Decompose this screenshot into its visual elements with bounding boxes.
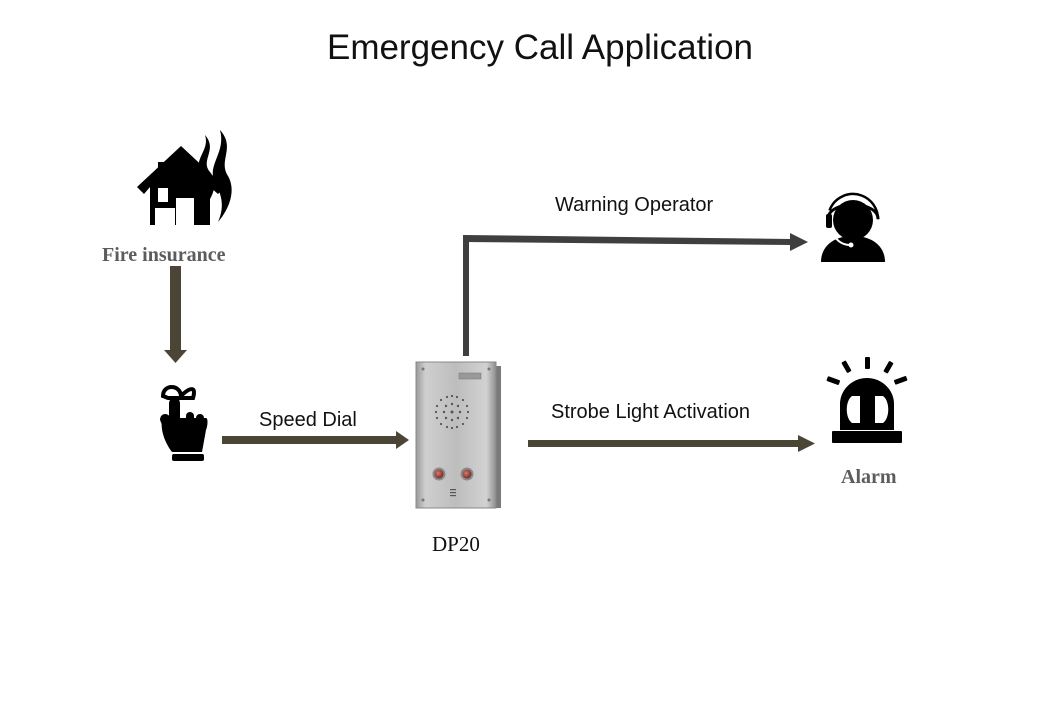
node-label-dp20: DP20 xyxy=(432,532,480,556)
operator-headset-icon xyxy=(821,192,885,262)
edge-label-warning-operator: Warning Operator xyxy=(555,194,714,216)
edge-label-strobe-light: Strobe Light Activation xyxy=(551,401,751,423)
node-label-fire-insurance: Fire insurance xyxy=(102,244,226,266)
arrow-speed-dial xyxy=(222,431,409,449)
intercom-panel-icon xyxy=(415,361,501,509)
arrow-strobe-light xyxy=(528,435,815,452)
burning-house-icon xyxy=(137,130,232,225)
finger-press-icon xyxy=(160,385,208,461)
arrow-fire-to-button xyxy=(164,266,187,363)
arrow-warning-operator xyxy=(463,233,808,356)
diagram-title: Emergency Call Application xyxy=(326,28,754,67)
node-label-alarm: Alarm xyxy=(841,466,897,488)
edge-label-speed-dial: Speed Dial xyxy=(259,409,357,431)
siren-alarm-icon xyxy=(826,357,908,443)
